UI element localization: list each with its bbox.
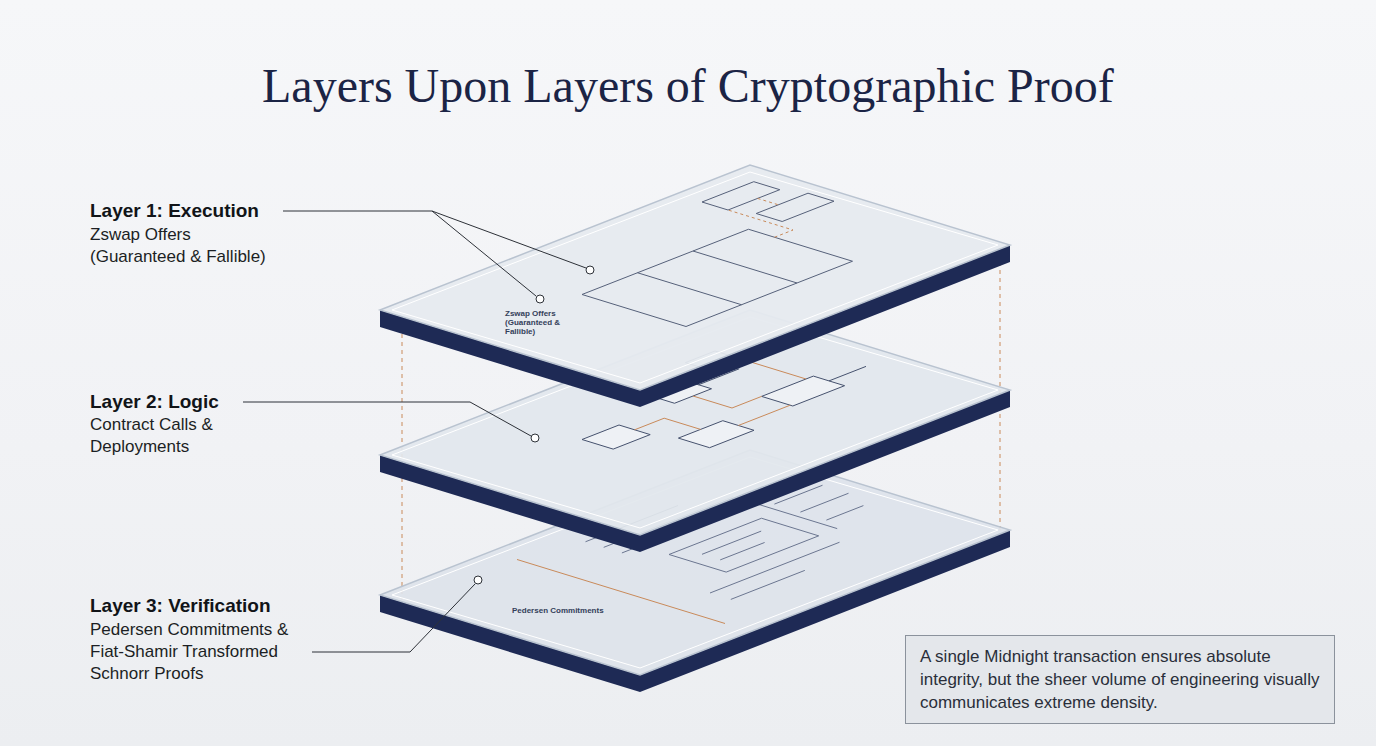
leader-line xyxy=(312,584,475,652)
leader-line xyxy=(432,211,586,268)
scribble xyxy=(702,531,761,554)
bracket xyxy=(754,503,837,529)
leader-dot xyxy=(586,266,594,274)
layer-description: Pedersen Commitments & Fiat-Shamir Trans… xyxy=(90,619,302,685)
scribble xyxy=(720,543,764,560)
execution-panel xyxy=(517,179,930,327)
diagram-title: Layers Upon Layers of Cryptographic Proo… xyxy=(262,58,1114,113)
panel-divider xyxy=(638,273,742,305)
plate-1 xyxy=(380,165,1010,407)
leader-line xyxy=(243,402,531,436)
layer-heading: Layer 3: Verification xyxy=(90,595,271,617)
logic-block xyxy=(582,425,650,449)
scribble xyxy=(731,570,805,599)
leader-dot xyxy=(474,576,482,584)
layer-heading: Layer 1: Execution xyxy=(90,200,259,222)
scribble xyxy=(826,506,863,520)
plate-face xyxy=(380,165,1010,390)
note-text: A single Midnight transaction ensures ab… xyxy=(920,645,1320,714)
layer-heading: Layer 2: Logic xyxy=(90,391,219,413)
leader-lines xyxy=(243,211,594,652)
leader-dot xyxy=(531,434,539,442)
dashed-flow xyxy=(710,198,823,237)
status-box xyxy=(702,182,780,210)
status-box xyxy=(756,193,834,221)
panel-divider xyxy=(693,251,797,283)
layer-description: Contract Calls & Deployments xyxy=(90,414,255,458)
leader-dot xyxy=(536,295,544,303)
logic-block xyxy=(678,421,754,448)
plate-inscription: Zswap Offers (Guaranteed & Fallible) xyxy=(505,309,585,336)
plate-inscription: Pedersen Commitments xyxy=(512,606,604,615)
scribble xyxy=(710,542,840,593)
layer-description: Zswap Offers (Guaranteed & Fallible) xyxy=(90,224,285,268)
leader-line xyxy=(283,211,536,296)
scribble xyxy=(800,493,848,512)
offer-panel xyxy=(582,229,853,326)
note-box: A single Midnight transaction ensures ab… xyxy=(905,635,1335,724)
plate-rim xyxy=(392,172,998,383)
logic-block xyxy=(762,376,845,406)
